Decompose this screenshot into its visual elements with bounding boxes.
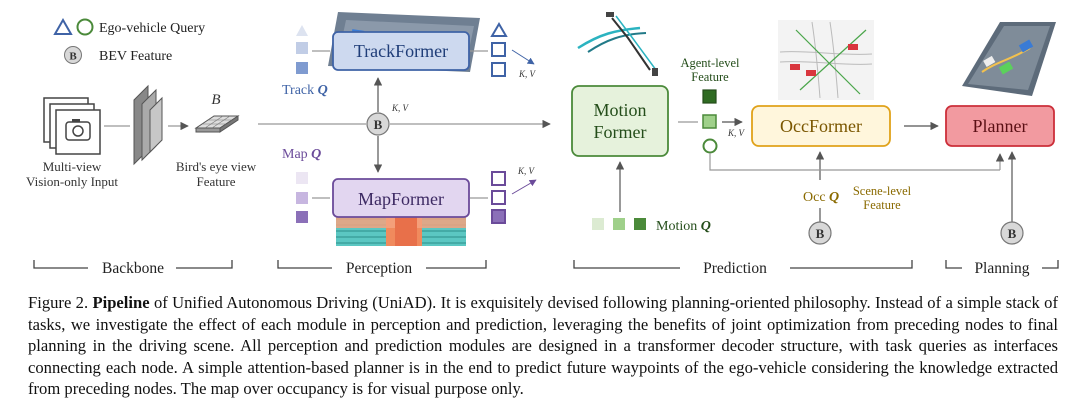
agent-feature-label-line2: Feature (691, 70, 729, 84)
track-output-stack (490, 22, 508, 77)
agent-feature-stack (702, 89, 718, 154)
backbone-stage: Multi-view Vision-only Input B Bird's ey… (26, 84, 257, 189)
motionformer-label-line1: Motion (593, 100, 646, 120)
input-label-line1: Multi-view (43, 159, 102, 174)
planner-label: Planner (973, 116, 1028, 136)
stage-brackets (33, 260, 1059, 269)
ego-query-triangle-icon (53, 17, 73, 35)
motion-trajectory-image (577, 12, 658, 76)
map-query-label: Map Q (282, 147, 321, 162)
trackformer-block (332, 31, 470, 71)
stage-label-backbone: Backbone (102, 260, 164, 277)
planning-bev-node (1000, 221, 1024, 245)
perception-bev-node (366, 112, 390, 136)
occformer-block (751, 105, 891, 147)
mapformer-block (332, 178, 470, 218)
mapformer-label: MapFormer (358, 189, 444, 209)
perception-kv-label: K, V (391, 103, 410, 113)
scene-feature-label-line2: Feature (863, 198, 901, 212)
bev-feature-grid-icon (194, 115, 240, 133)
trackformer-label: TrackFormer (354, 41, 448, 61)
prediction-bev-node (808, 221, 832, 245)
track-query-label: Track Q (282, 83, 328, 98)
motion-query-label: Motion Q (656, 219, 711, 234)
ego-query-circle-icon (76, 18, 94, 36)
multi-view-camera-icon (43, 97, 101, 155)
motionformer-block (571, 85, 669, 157)
stage-label-perception: Perception (346, 260, 413, 277)
legend: Ego-vehicle Query B BEV Feature (53, 17, 205, 64)
prediction-stage: Motion Former Motion Q Agent-level Featu… (571, 12, 1005, 245)
bev-feature-icon (64, 46, 82, 64)
motionformer-label-line2: Former (594, 122, 647, 142)
stage-label-prediction: Prediction (703, 260, 767, 277)
perception-bev-glyph: B (374, 117, 383, 132)
perception-stage: TrackFormer Track Q K, V B K, V (282, 12, 537, 246)
legend-bev-label: BEV Feature (99, 49, 172, 64)
bev-feature-icon-glyph: B (69, 51, 77, 63)
prediction-bev-glyph: B (816, 226, 825, 241)
map-output-stack (491, 171, 506, 224)
occformer-label: OccFormer (780, 116, 862, 136)
figure-caption: Figure 2. Pipeline of Unified Autonomous… (28, 292, 1058, 400)
caption-bold-title: Pipeline (92, 293, 150, 312)
occ-query-label: Occ Q (803, 190, 839, 205)
map-kv-label: K, V (517, 166, 536, 176)
caption-body: of Unified Autonomous Driving (UniAD). I… (28, 293, 1058, 399)
track-query-stack (296, 25, 308, 74)
planner-block (945, 105, 1055, 147)
planning-bev-glyph: B (1008, 226, 1017, 241)
caption-figure-label: Figure 2. (28, 293, 89, 312)
track-kv-label: K, V (518, 69, 537, 79)
motion-query-stack (592, 218, 646, 230)
pipeline-diagram: Ego-vehicle Query B BEV Feature Multi-vi… (26, 12, 1059, 277)
map-query-stack (296, 172, 308, 223)
input-label-line2: Vision-only Input (26, 174, 118, 189)
planning-stage: Planner B (904, 22, 1056, 245)
bev-label-line1: Bird's eye view (176, 159, 257, 174)
planning-scene-image (962, 22, 1056, 96)
legend-query-label: Ego-vehicle Query (99, 21, 205, 36)
scene-feature-label-line1: Scene-level (853, 184, 912, 198)
backbone-network-icon (133, 84, 163, 166)
bev-symbol-label: B (211, 92, 220, 108)
occupancy-scene-image (778, 20, 874, 100)
agent-feature-label-line1: Agent-level (680, 56, 740, 70)
occ-kv-label: K, V (727, 128, 746, 138)
stage-label-planning: Planning (974, 260, 1029, 277)
bev-label-line2: Feature (197, 174, 236, 189)
